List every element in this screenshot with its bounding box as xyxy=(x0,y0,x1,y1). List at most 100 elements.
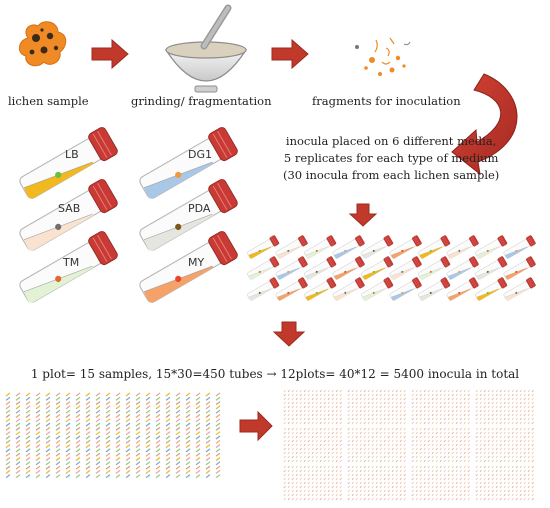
inoculum-mark xyxy=(215,392,221,397)
inoculum-mark xyxy=(311,431,314,435)
inoculum-mark xyxy=(195,474,201,479)
inoculum-mark xyxy=(135,448,141,453)
inoculum-mark xyxy=(351,485,354,489)
inoculum-mark xyxy=(283,469,286,473)
inoculum-mark xyxy=(515,469,518,473)
inoculum-mark xyxy=(419,439,422,443)
inoculum-mark xyxy=(523,439,526,443)
inoculum-mark xyxy=(339,465,342,469)
inoculum-mark xyxy=(383,397,386,401)
inoculum-mark xyxy=(523,393,526,397)
inoculum-mark xyxy=(283,397,286,401)
inoculum-mark xyxy=(25,444,31,449)
inoculum-mark xyxy=(185,431,191,436)
inoculum-mark xyxy=(75,396,81,401)
inoculum-mark xyxy=(515,435,518,439)
inoculum-mark xyxy=(459,397,462,401)
inoculum-mark xyxy=(215,401,221,406)
inoculum-mark xyxy=(531,477,534,481)
inoculum-mark xyxy=(55,439,61,444)
inoculum-mark xyxy=(427,493,430,497)
inoculum-mark xyxy=(455,481,458,485)
inoculum-mark xyxy=(423,469,426,473)
inoculum-mark xyxy=(307,465,310,469)
inoculum-mark xyxy=(383,477,386,481)
inoculum-mark xyxy=(395,401,398,405)
inoculum-mark xyxy=(475,469,478,473)
inoculum-mark xyxy=(319,389,322,393)
inoculum-mark xyxy=(399,417,402,421)
inoculum-mark xyxy=(165,465,171,470)
inoculum-mark xyxy=(459,427,462,431)
inoculum-mark xyxy=(299,389,302,393)
inoculum-mark xyxy=(483,431,486,435)
inoculum-mark xyxy=(299,497,302,501)
inoculum-mark xyxy=(307,413,310,417)
inoculum-mark xyxy=(503,397,506,401)
inoculum-mark xyxy=(315,435,318,439)
inoculum-mark xyxy=(511,389,514,393)
inoculum-mark xyxy=(395,431,398,435)
inoculum-mark xyxy=(439,459,442,463)
inoculum-mark xyxy=(531,493,534,497)
inoculum-mark xyxy=(519,493,522,497)
inoculum-mark xyxy=(419,393,422,397)
inoculum-mark xyxy=(519,427,522,431)
inoculum-mark xyxy=(371,477,374,481)
inoculum-mark xyxy=(295,435,298,439)
inoculum-mark xyxy=(299,443,302,447)
inoculum-mark xyxy=(383,405,386,409)
inoculum-mark xyxy=(391,397,394,401)
inoculum-mark xyxy=(391,389,394,393)
inoculum-mark xyxy=(527,493,530,497)
inoculum-mark xyxy=(175,465,181,470)
inoculum-mark xyxy=(479,473,482,477)
inoculum-mark xyxy=(319,477,322,481)
inoculum-mark xyxy=(327,427,330,431)
inoculum-mark xyxy=(507,401,510,405)
inoculum-mark xyxy=(439,465,442,469)
inoculum-mark xyxy=(443,473,446,477)
inoculum-mark xyxy=(403,477,406,481)
inoculum-mark xyxy=(519,497,522,501)
inoculum-mark xyxy=(527,397,530,401)
inoculum-mark xyxy=(65,396,71,401)
inoculum-mark xyxy=(335,401,338,405)
inoculum-mark xyxy=(319,459,322,463)
inoculum-mark xyxy=(515,473,518,477)
inoculum-mark xyxy=(311,393,314,397)
inoculum-mark xyxy=(135,405,141,410)
inoculum-mark xyxy=(55,414,61,418)
inoculum-mark xyxy=(415,427,418,431)
inoculum-mark xyxy=(303,469,306,473)
inoculum-mark xyxy=(303,447,306,451)
inoculum-mark xyxy=(359,389,362,393)
inoculum-mark xyxy=(155,396,161,401)
inoculum-mark xyxy=(155,461,161,466)
inoculum-mark xyxy=(503,431,506,435)
inoculum-mark xyxy=(307,427,310,431)
inoculum-mark xyxy=(503,465,506,469)
inoculum-mark xyxy=(295,417,298,421)
inoculum-mark xyxy=(511,451,514,455)
inoculum-mark xyxy=(507,417,510,421)
inoculum-mark xyxy=(15,401,21,406)
inoculum-mark xyxy=(135,461,141,466)
inoculum-mark xyxy=(303,489,306,493)
inoculum-mark xyxy=(367,473,370,477)
inoculum-mark xyxy=(467,497,470,501)
inoculum-mark xyxy=(399,397,402,401)
inoculum-mark xyxy=(459,393,462,397)
inoculum-mark xyxy=(475,443,478,447)
inoculum-mark xyxy=(291,413,294,417)
inoculum-mark xyxy=(311,443,314,447)
small-tube xyxy=(446,235,479,259)
inoculum-mark xyxy=(523,443,526,447)
inoculum-mark xyxy=(303,497,306,501)
inoculum-mark xyxy=(331,393,334,397)
inoculum-mark xyxy=(459,459,462,463)
inoculum-mark xyxy=(175,409,181,414)
inoculum-mark xyxy=(475,401,478,405)
inoculum-mark xyxy=(145,435,151,440)
inoculum-mark xyxy=(75,448,81,453)
